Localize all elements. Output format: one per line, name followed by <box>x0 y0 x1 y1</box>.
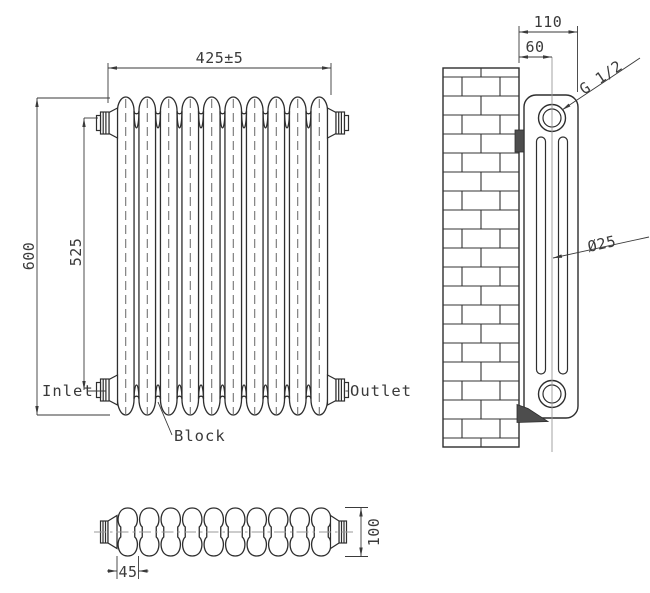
front-view-radiator-body <box>116 96 329 416</box>
upper-wall-bracket <box>514 129 525 153</box>
side-radiator-profile <box>523 94 579 419</box>
front-view-fittings <box>95 107 350 406</box>
top-view-dimension-lines <box>107 507 368 579</box>
side-view-dimension-lines <box>518 26 650 259</box>
front-height-dimension: 600 <box>20 242 38 271</box>
section-width-dimension: 45 <box>118 563 137 581</box>
inlet-fitting <box>95 374 119 406</box>
side-depth-dimension: 110 <box>534 13 563 31</box>
front-view: 425±5 600 525 Inlet Outlet Block <box>20 49 412 445</box>
inlet-label: Inlet <box>42 382 94 400</box>
top-left-fitting <box>95 107 119 139</box>
top-right-fitting <box>326 107 350 139</box>
side-column-slots <box>535 136 569 375</box>
lower-wall-bracket <box>516 403 550 423</box>
side-view: 110 60 G 1/2 Ø25 <box>442 13 650 452</box>
outlet-label: Outlet <box>350 382 412 400</box>
outlet-fitting <box>326 374 350 406</box>
pipe-diameter-label: Ø25 <box>586 232 618 256</box>
front-pitch-dimension: 525 <box>67 238 85 267</box>
brick-wall <box>443 68 519 447</box>
front-view-dimension-lines <box>35 63 349 436</box>
top-view: 45 100 <box>94 507 383 581</box>
front-width-dimension: 425±5 <box>196 49 244 67</box>
thread-size-label: G 1/2 <box>576 57 626 99</box>
side-pipe-offset-dimension: 60 <box>525 38 544 56</box>
plan-depth-dimension: 100 <box>365 518 383 547</box>
block-label: Block <box>174 427 226 445</box>
